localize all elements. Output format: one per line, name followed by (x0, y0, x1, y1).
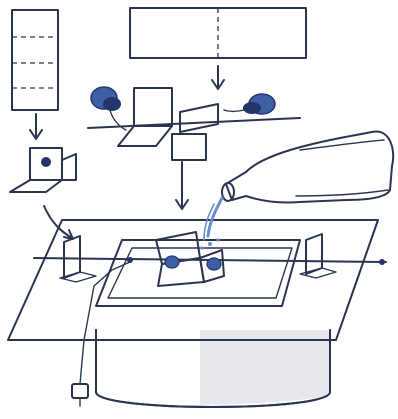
tub-icon (96, 330, 330, 407)
arrow-icon (44, 206, 73, 239)
arrow-icon (176, 162, 188, 209)
folded-card-icon (10, 148, 76, 192)
clothespin-icon (91, 87, 126, 130)
weight-icon (72, 262, 130, 406)
arrow-icon (30, 114, 42, 139)
paper-strip-icon (12, 10, 58, 110)
support-bracket-icon (300, 234, 336, 278)
paper-card-icon (130, 8, 306, 58)
water-bottle-icon (222, 132, 393, 203)
arrow-icon (212, 66, 224, 89)
clothespin-icon (224, 94, 275, 114)
water-stream-icon (200, 198, 222, 250)
